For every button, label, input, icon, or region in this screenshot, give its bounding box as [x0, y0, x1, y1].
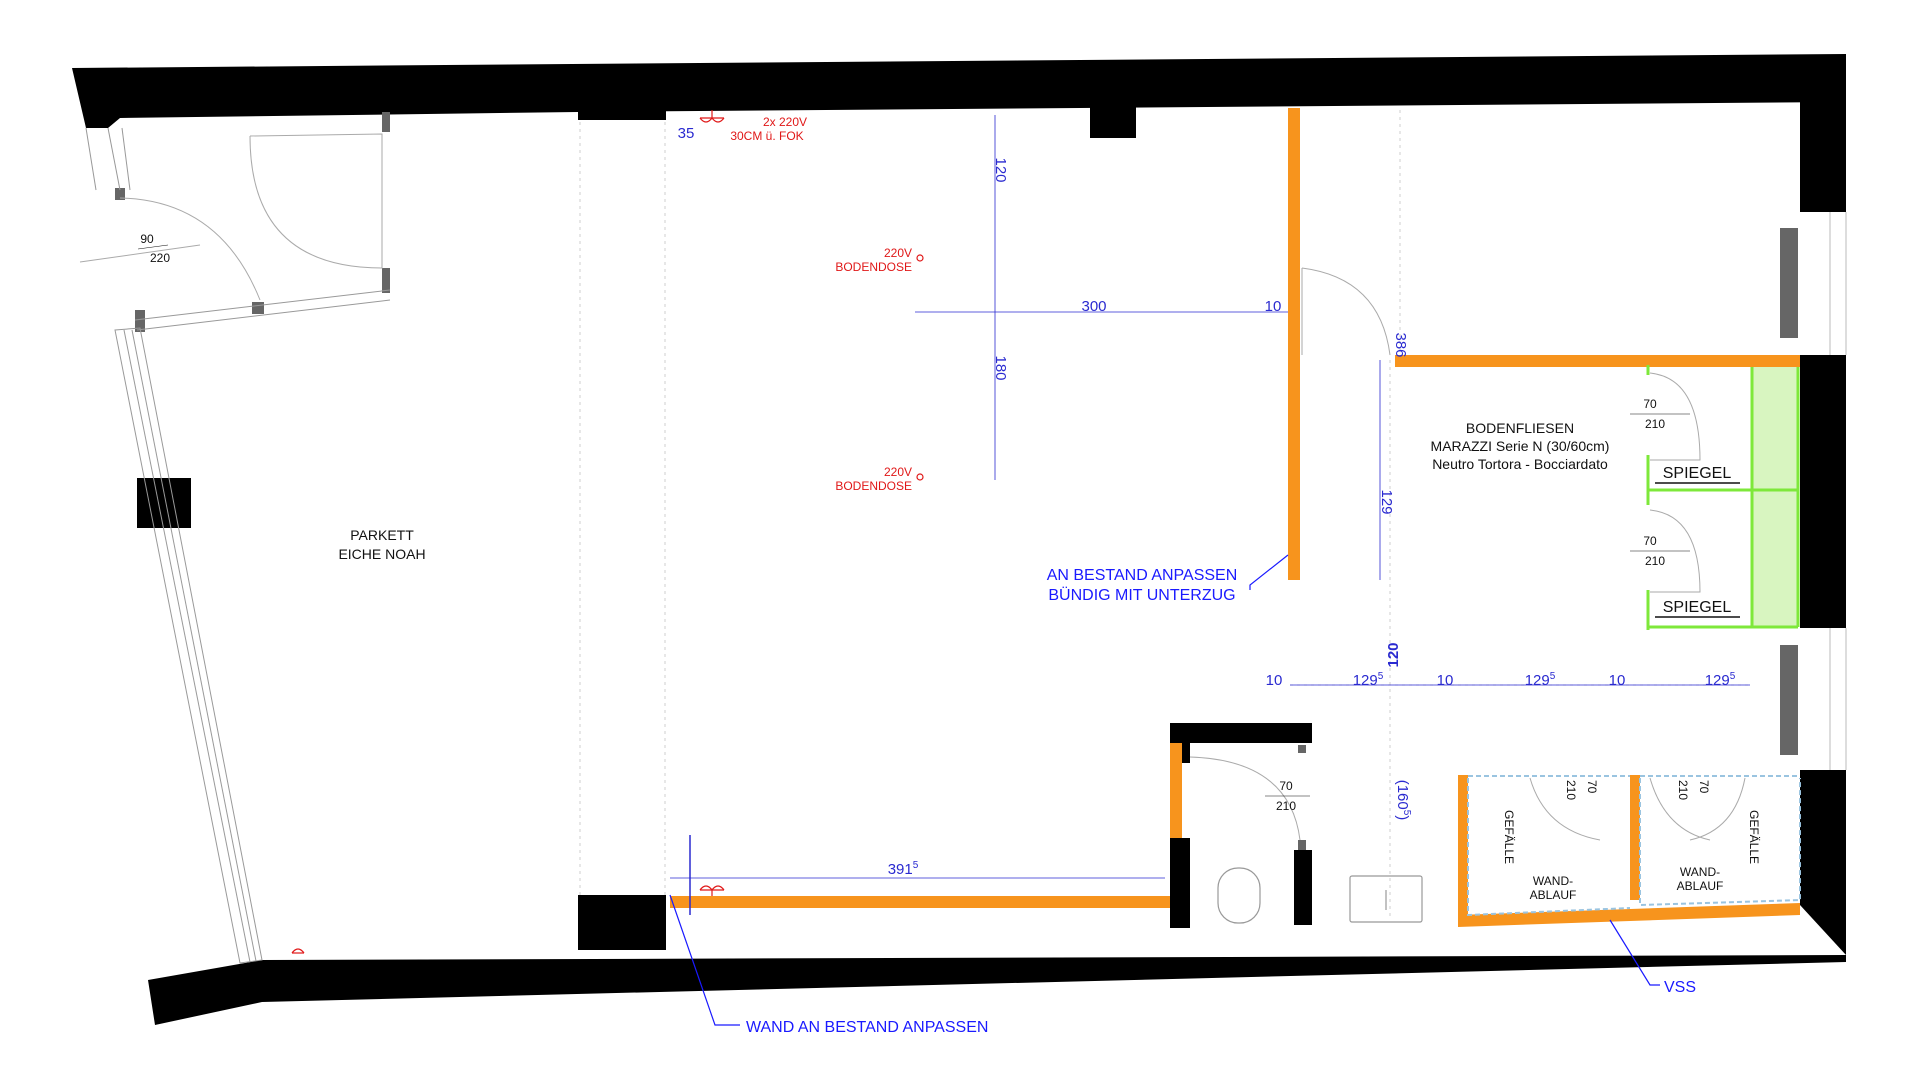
pillar-top-left	[578, 106, 666, 120]
entry-door-width: 90	[140, 232, 154, 246]
floor-socket-2-label-2: BODENDOSE	[835, 479, 912, 493]
wall-bottom	[148, 955, 1846, 1025]
drain-label-2a: WAND-	[1680, 865, 1720, 879]
new-wall-shower-left	[1458, 775, 1468, 925]
callout-vss: VSS	[1664, 979, 1696, 996]
new-wall-vertical	[1288, 108, 1300, 580]
pillar-left	[137, 478, 191, 528]
dim-129-5-c: 1295	[1705, 671, 1736, 689]
callout-bestand-2: BÜNDIG MIT UNTERZUG	[1048, 586, 1235, 604]
shower2-door-height: 210	[1676, 780, 1690, 800]
drain-label-1a: WAND-	[1533, 874, 1573, 888]
top-socket-label-1: 2x 220V	[763, 115, 807, 129]
callout-wand-bestand: WAND AN BESTAND ANPASSEN	[746, 1019, 988, 1036]
wc-door-height: 210	[1276, 799, 1296, 813]
mirror-label-2: SPIEGEL	[1663, 599, 1732, 616]
dim-35: 35	[678, 125, 695, 142]
left-window	[85, 127, 391, 964]
floor-socket-2-label-1: 220V	[884, 465, 912, 479]
dim-10-c: 10	[1609, 672, 1626, 689]
door1-width: 70	[1643, 397, 1657, 411]
door1-height: 210	[1645, 417, 1665, 431]
dim-129-5-a: 1295	[1353, 671, 1384, 689]
door2-height: 210	[1645, 554, 1665, 568]
mirror-label-1: SPIEGEL	[1663, 465, 1732, 482]
wall-top	[72, 54, 1846, 128]
dim-300: 300	[1081, 298, 1106, 315]
parkett-label-2: EICHE NOAH	[338, 546, 425, 562]
new-wall-bottom	[670, 896, 1170, 908]
window-frames	[115, 112, 1847, 850]
tiles-label-1: BODENFLIESEN	[1466, 420, 1574, 436]
wc-door-width: 70	[1279, 779, 1293, 793]
wall-right-lower	[1800, 770, 1846, 955]
glass-panel	[1752, 367, 1798, 627]
dim-10-top: 10	[1265, 298, 1282, 315]
entry-door-height: 220	[150, 251, 170, 265]
dimension-lines	[670, 115, 1750, 915]
dim-386: 386	[1392, 332, 1409, 357]
double-socket-top-icon	[699, 110, 725, 123]
existing-walls	[72, 54, 1846, 1025]
shower-outlines	[1467, 775, 1801, 917]
dim-391-5: 3915	[888, 860, 919, 878]
wc-wall-left-low	[1170, 838, 1190, 928]
new-wall-shower-mid	[1630, 775, 1640, 900]
new-walls	[670, 108, 1800, 927]
dim-10-b: 10	[1437, 672, 1454, 689]
electrical-symbols	[291, 110, 924, 954]
door-labels: 90 220 70 210 70 210 70 210 70 210 70 21…	[137, 232, 1711, 813]
room-labels: PARKETT EICHE NOAH BODENFLIESEN MARAZZI …	[338, 420, 1761, 902]
tiles-label-2: MARAZZI Serie N (30/60cm)	[1431, 438, 1610, 454]
parkett-label-1: PARKETT	[350, 527, 414, 543]
drain-label-1b: ABLAUF	[1530, 888, 1577, 902]
electrical-labels: 2x 220V 30CM ü. FOK 220V BODENDOSE 220V …	[730, 115, 912, 493]
shower2-door-width: 70	[1697, 780, 1711, 794]
wc-fixtures	[1217, 867, 1423, 924]
slope-label-2: GEFÄLLE	[1747, 810, 1761, 864]
dim-120-bold: 120	[1385, 642, 1402, 667]
socket-bottom-left-icon	[291, 948, 305, 954]
new-wall-shower-bottom	[1458, 903, 1800, 927]
floor-socket-1-icon	[916, 254, 924, 262]
double-socket-bottom-icon	[699, 885, 725, 896]
dim-129-5-b: 1295	[1525, 671, 1556, 689]
pillar-bottom	[578, 895, 666, 950]
new-wall-horizontal	[1395, 355, 1800, 367]
washbasin	[1349, 875, 1423, 923]
dim-180: 180	[992, 355, 1009, 380]
callout-leaders	[669, 554, 1660, 1026]
slope-label-1: GEFÄLLE	[1502, 810, 1516, 864]
dim-129: 129	[1378, 489, 1395, 514]
door-swings	[79, 133, 1746, 841]
dim-160-5: (1605)	[1394, 780, 1412, 821]
new-wall-wc-left	[1170, 743, 1182, 838]
shower1-door-width: 70	[1585, 780, 1599, 794]
door2-width: 70	[1643, 534, 1657, 548]
floor-socket-2-icon	[916, 473, 924, 481]
wall-right-mid	[1800, 355, 1846, 628]
dim-120-vertical: 120	[992, 157, 1009, 182]
floor-socket-1-label-2: BODENDOSE	[835, 260, 912, 274]
wall-right-upper	[1800, 54, 1846, 212]
toilet	[1217, 867, 1261, 924]
drain-label-2b: ABLAUF	[1677, 879, 1724, 893]
dimension-labels: 35 120 300 10 180 386 129 120 10 1295 10…	[678, 125, 1736, 878]
glass-elements	[1646, 365, 1800, 630]
dim-10-a: 10	[1266, 672, 1283, 689]
wc-wall-top	[1170, 723, 1312, 743]
floor-socket-1-label-1: 220V	[884, 246, 912, 260]
pillar-top	[1090, 105, 1136, 138]
wc-wall-right	[1294, 850, 1312, 925]
top-socket-label-2: 30CM ü. FOK	[730, 129, 803, 143]
callout-bestand-1: AN BESTAND ANPASSEN	[1047, 567, 1238, 584]
tiles-label-3: Neutro Tortora - Bocciardato	[1432, 456, 1608, 472]
callouts: AN BESTAND ANPASSEN BÜNDIG MIT UNTERZUG …	[746, 567, 1696, 1036]
shower1-door-height: 210	[1564, 780, 1578, 800]
